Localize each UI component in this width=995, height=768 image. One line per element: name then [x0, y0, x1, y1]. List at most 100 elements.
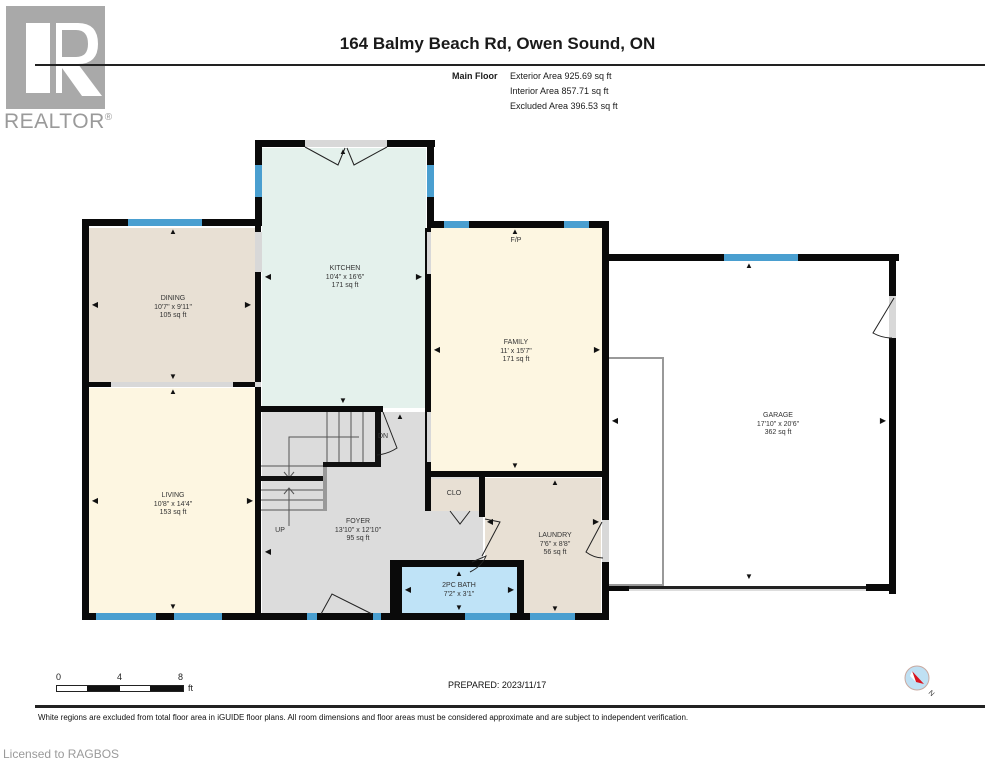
dimension-arrow: ▼: [551, 604, 559, 613]
window: [128, 219, 202, 226]
opening: [255, 232, 262, 272]
footer-divider: [35, 705, 985, 708]
room-living: [89, 388, 257, 614]
dimension-arrow: ◀: [486, 517, 494, 526]
window: [307, 613, 317, 620]
label-stairs-up: UP: [275, 527, 285, 534]
dimension-arrow: ◀: [91, 300, 99, 309]
label-stairs-down: DN: [377, 433, 389, 440]
wall: [261, 406, 383, 412]
dimension-arrow: ▼: [169, 602, 177, 611]
opening: [427, 232, 431, 274]
realtor-logo: [6, 6, 105, 109]
opening: [89, 382, 261, 387]
realtor-wordmark: REALTOR®: [4, 110, 113, 133]
dimension-arrow: ▲: [511, 227, 519, 236]
opening: [427, 412, 431, 462]
scale-label-0: 0: [56, 672, 62, 682]
wall: [609, 584, 629, 591]
dimension-arrow: ◀: [404, 585, 412, 594]
wall: [390, 560, 402, 618]
dimension-arrow: ▼: [169, 372, 177, 381]
dimension-arrow: ▶: [507, 585, 515, 594]
wall: [425, 471, 431, 511]
opening: [889, 296, 896, 338]
wall: [517, 560, 524, 618]
window: [465, 613, 510, 620]
wall: [425, 471, 605, 477]
window: [564, 221, 589, 228]
room-family: [431, 228, 603, 473]
dimension-arrow: ▲: [169, 387, 177, 396]
wall: [427, 221, 609, 228]
wall: [889, 254, 896, 594]
wall: [82, 219, 89, 620]
room-closet: [430, 479, 480, 511]
window: [373, 613, 381, 620]
window: [174, 613, 222, 620]
dimension-arrow: ▼: [745, 572, 753, 581]
dimension-arrow: ◀: [264, 272, 272, 281]
label-fireplace: F/P: [510, 237, 522, 244]
wall: [866, 584, 896, 591]
window: [96, 613, 156, 620]
dimension-arrow: ▲: [745, 261, 753, 270]
window: [255, 165, 262, 197]
window: [427, 165, 434, 197]
excluded-area: Excluded Area 396.53 sq ft: [510, 101, 618, 111]
dimension-arrow: ◀: [91, 496, 99, 505]
wall: [82, 613, 609, 620]
svg-text:N: N: [927, 689, 936, 698]
window: [530, 613, 575, 620]
garage-door: [629, 586, 866, 591]
dimension-arrow: ▶: [879, 416, 887, 425]
prepared-date: PREPARED: 2023/11/17: [448, 680, 547, 690]
dimension-arrow: ◀: [611, 416, 619, 425]
opening: [305, 140, 387, 147]
dimension-arrow: ◀: [433, 345, 441, 354]
dimension-arrow: ◀: [264, 547, 272, 556]
stairs-icon: [261, 412, 381, 526]
dimension-arrow: ▶: [593, 345, 601, 354]
disclaimer-text: White regions are excluded from total fl…: [38, 713, 689, 722]
dimension-arrow: ▼: [511, 461, 519, 470]
room-bath: [402, 567, 517, 614]
compass-icon: N: [904, 665, 936, 698]
scale-unit: ft: [188, 683, 194, 693]
dimension-arrow: ▶: [246, 496, 254, 505]
licensed-to-text: Licensed to RAGBOS: [3, 747, 120, 761]
dimension-arrow: ▶: [244, 300, 252, 309]
interior-area: Interior Area 857.71 sq ft: [510, 86, 609, 96]
wall: [425, 228, 431, 478]
property-address-title: 164 Balmy Beach Rd, Owen Sound, ON: [339, 34, 656, 53]
dimension-arrow: ▲: [169, 227, 177, 236]
dimension-arrow: ▲: [339, 147, 347, 156]
wall: [602, 221, 609, 620]
realtor-r-icon: [26, 23, 102, 96]
room-dining: [89, 228, 257, 384]
wall: [255, 226, 261, 616]
garage-step: [609, 357, 664, 586]
exterior-area: Exterior Area 925.69 sq ft: [510, 71, 612, 81]
header-divider: [35, 64, 985, 66]
scale-label-8: 8: [178, 672, 184, 682]
opening: [602, 520, 609, 562]
dimension-arrow: ▶: [592, 517, 600, 526]
dimension-arrow: ▲: [396, 412, 404, 421]
wall: [89, 382, 111, 387]
dimension-arrow: ▲: [551, 478, 559, 487]
room-kitchen: [262, 148, 426, 408]
wall: [479, 471, 485, 517]
scale-bar: [56, 685, 184, 692]
dimension-arrow: ▼: [455, 603, 463, 612]
window: [444, 221, 469, 228]
scale-label-4: 4: [117, 672, 123, 682]
